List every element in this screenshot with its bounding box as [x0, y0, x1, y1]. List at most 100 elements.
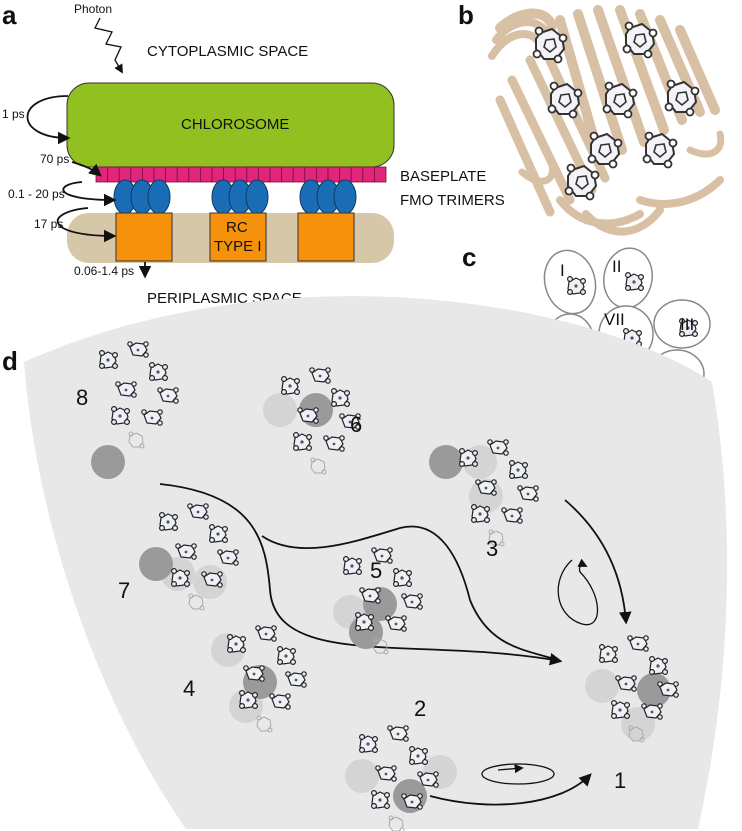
- chromophore: [343, 555, 362, 576]
- fmo-trimers-label: FMO TRIMERS: [400, 192, 505, 209]
- arrow-0-1-20ps: [62, 181, 117, 207]
- baseplate-segment: [223, 166, 236, 183]
- chromophore: [471, 504, 490, 524]
- chromophore: [149, 362, 168, 381]
- path-3-to-1: [564, 499, 632, 625]
- path-8-to-1: [159, 483, 563, 666]
- chromophore: [459, 448, 478, 467]
- state-label: 6: [350, 412, 362, 437]
- site-iii: III: [653, 299, 711, 349]
- chromophore: [293, 432, 312, 451]
- rc-label-line2: TYPE I: [214, 238, 262, 255]
- site-label: III: [680, 315, 694, 334]
- arrow-17ps: [56, 207, 117, 243]
- state-7: 7: [118, 503, 239, 611]
- state-2: 2: [345, 696, 457, 831]
- panel-b: b: [458, 0, 725, 236]
- loop-2-arrow: [497, 764, 524, 774]
- rc-right: [297, 212, 355, 262]
- chromophore: [355, 611, 374, 632]
- fmo-trimer: [211, 179, 269, 215]
- chromophore: [371, 789, 390, 810]
- baseplate-segment: [281, 166, 294, 183]
- chromophore: [209, 523, 228, 544]
- baseplate-label: BASEPLATE: [400, 168, 486, 185]
- state-6: 6: [263, 367, 362, 475]
- time-1ps: 1 ps: [2, 107, 25, 121]
- baseplate-segment: [188, 166, 201, 183]
- loop-2: [481, 763, 555, 785]
- halo-light: [345, 759, 379, 793]
- chromophore: [277, 645, 296, 666]
- time-0-1-20ps: 0.1 - 20 ps: [8, 187, 65, 201]
- pigment-b4: [602, 81, 638, 119]
- baseplate-segment: [350, 166, 364, 183]
- panel-a: a Photon CYTOPLASMIC SPACE CHLOROSOME BA…: [2, 0, 505, 307]
- chromophore: [648, 655, 669, 676]
- chromophore: [281, 376, 300, 395]
- chromophore: [509, 460, 529, 479]
- pigment-b2: [622, 21, 658, 59]
- state-4: 4: [183, 625, 307, 733]
- path-2-to-1: [429, 773, 592, 806]
- rc-center: [209, 212, 267, 262]
- chromophore: [598, 643, 619, 664]
- baseplate-segment: [362, 166, 375, 183]
- baseplate-segment: [165, 166, 178, 183]
- state-label: 8: [76, 385, 88, 410]
- protein-structure: [488, 5, 725, 236]
- site-i: I: [543, 249, 597, 315]
- baseplate-segment: [292, 166, 306, 183]
- lens-background: [24, 296, 728, 829]
- chromophore: [239, 689, 258, 710]
- chlorosome-label: CHLOROSOME: [181, 116, 289, 133]
- chromophore: [159, 511, 178, 532]
- baseplate-segment: [257, 166, 271, 183]
- site-ii: II: [603, 247, 653, 309]
- state-1: 1: [585, 635, 679, 793]
- state-label: 1: [614, 768, 626, 793]
- site-label: I: [560, 261, 565, 280]
- rc-left: [115, 212, 173, 262]
- photon-zigzag: [94, 17, 123, 74]
- panel-c-label: c: [462, 242, 476, 272]
- site-label: VII: [604, 310, 625, 329]
- panel-a-label: a: [2, 0, 17, 30]
- state-8: 8: [76, 341, 179, 479]
- state-3: 3: [429, 439, 539, 561]
- chromophore: [359, 733, 378, 754]
- halo-light: [585, 669, 619, 703]
- chromophore: [409, 745, 428, 766]
- baseplate-segment: [107, 166, 120, 183]
- photon-label: Photon: [74, 2, 112, 16]
- baseplate-segment: [176, 166, 190, 183]
- chromophore: [331, 388, 350, 407]
- chromophore: [98, 350, 119, 369]
- chromophore: [110, 406, 130, 425]
- loop-3: [557, 558, 599, 626]
- chromophore: [227, 633, 246, 654]
- halo-dark: [637, 673, 671, 707]
- state-label: 2: [414, 696, 426, 721]
- baseplate-segment: [199, 166, 213, 183]
- arrow-70ps: [71, 161, 102, 177]
- cytoplasmic-space-label: CYTOPLASMIC SPACE: [147, 43, 308, 60]
- path-8-to-5-to-1: [261, 525, 561, 662]
- fmo-trimer: [113, 179, 171, 215]
- site-pigment: [566, 276, 587, 295]
- halo-light: [263, 393, 297, 427]
- time-0-06-1-4ps: 0.06-1.4 ps: [74, 264, 134, 278]
- panel-b-label: b: [458, 0, 474, 30]
- halo-dark: [91, 445, 125, 479]
- fmo-subunit: [245, 179, 269, 215]
- pigment-b7: [642, 131, 678, 169]
- baseplate-segment: [269, 166, 283, 183]
- pigment-b8: [564, 163, 600, 201]
- state-label: 4: [183, 676, 195, 701]
- time-17ps: 17 ps: [34, 217, 63, 231]
- time-70ps: 70 ps: [40, 152, 69, 166]
- panel-d-label: d: [2, 346, 18, 376]
